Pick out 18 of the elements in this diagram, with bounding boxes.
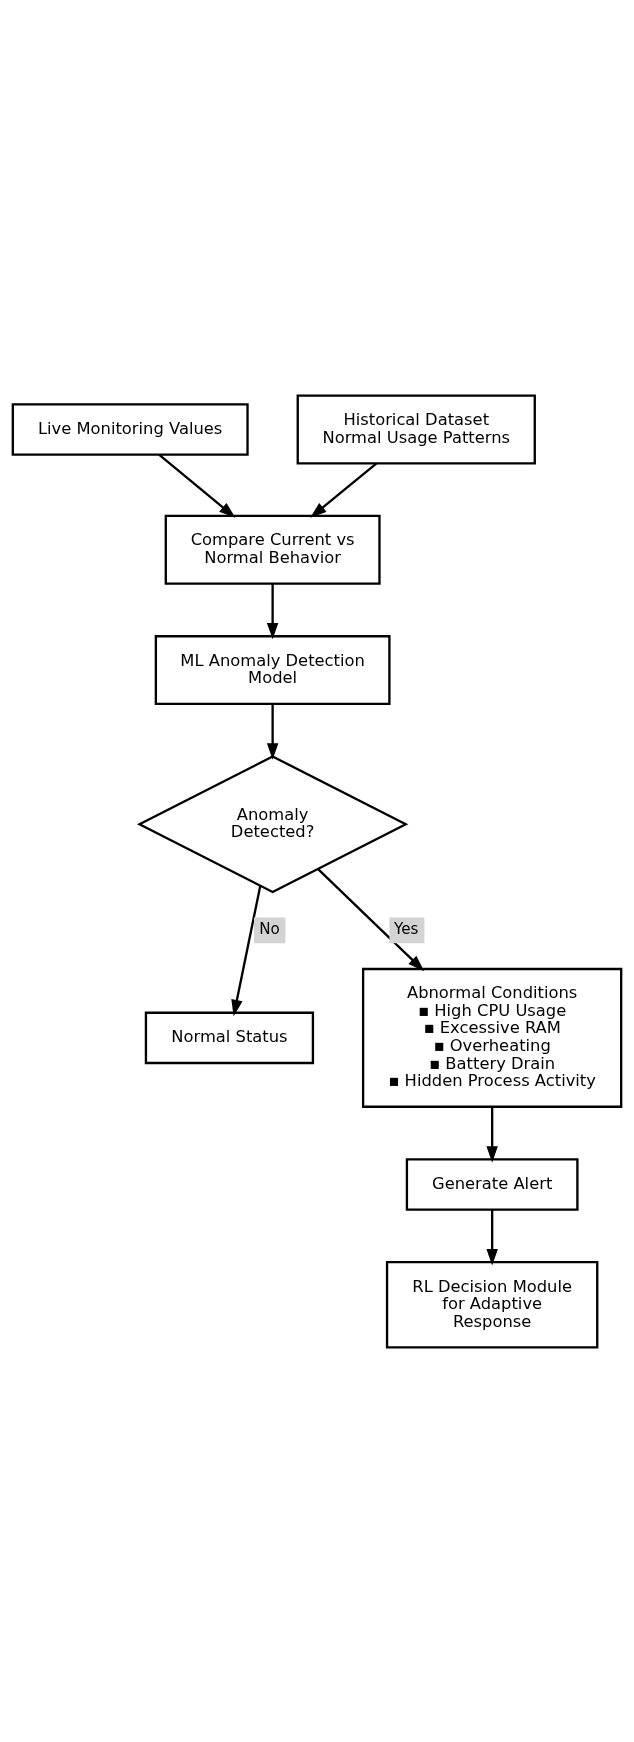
node-box: Historical Dataset Normal Usage Patterns <box>296 394 536 465</box>
edge-label: Yes <box>394 919 419 938</box>
node-box: Generate Alert <box>405 1157 579 1211</box>
node-box: Live Monitoring Values <box>11 402 249 456</box>
arrow <box>310 462 377 518</box>
node-box: Compare Current vs Normal Behavior <box>164 514 381 585</box>
node-box: ML Anomaly Detection Model <box>154 634 391 705</box>
edge-label: No <box>259 919 280 938</box>
arrow <box>231 885 262 1016</box>
node-box: Normal Status <box>144 1011 315 1064</box>
arrow <box>158 453 236 518</box>
arrow <box>266 583 279 639</box>
node-box: RL Decision Module for Adaptive Response <box>385 1260 599 1348</box>
arrow <box>486 1106 498 1163</box>
arrow <box>486 1209 498 1265</box>
arrow <box>266 703 279 760</box>
node-diamond: Anomaly Detected? <box>136 754 409 893</box>
node-box: Abnormal Conditions ▪ High CPU Usage ▪ Excessive RAM ▪ Overheating ▪ Battery Drain ▪ Hidden Process Activity <box>361 967 623 1108</box>
